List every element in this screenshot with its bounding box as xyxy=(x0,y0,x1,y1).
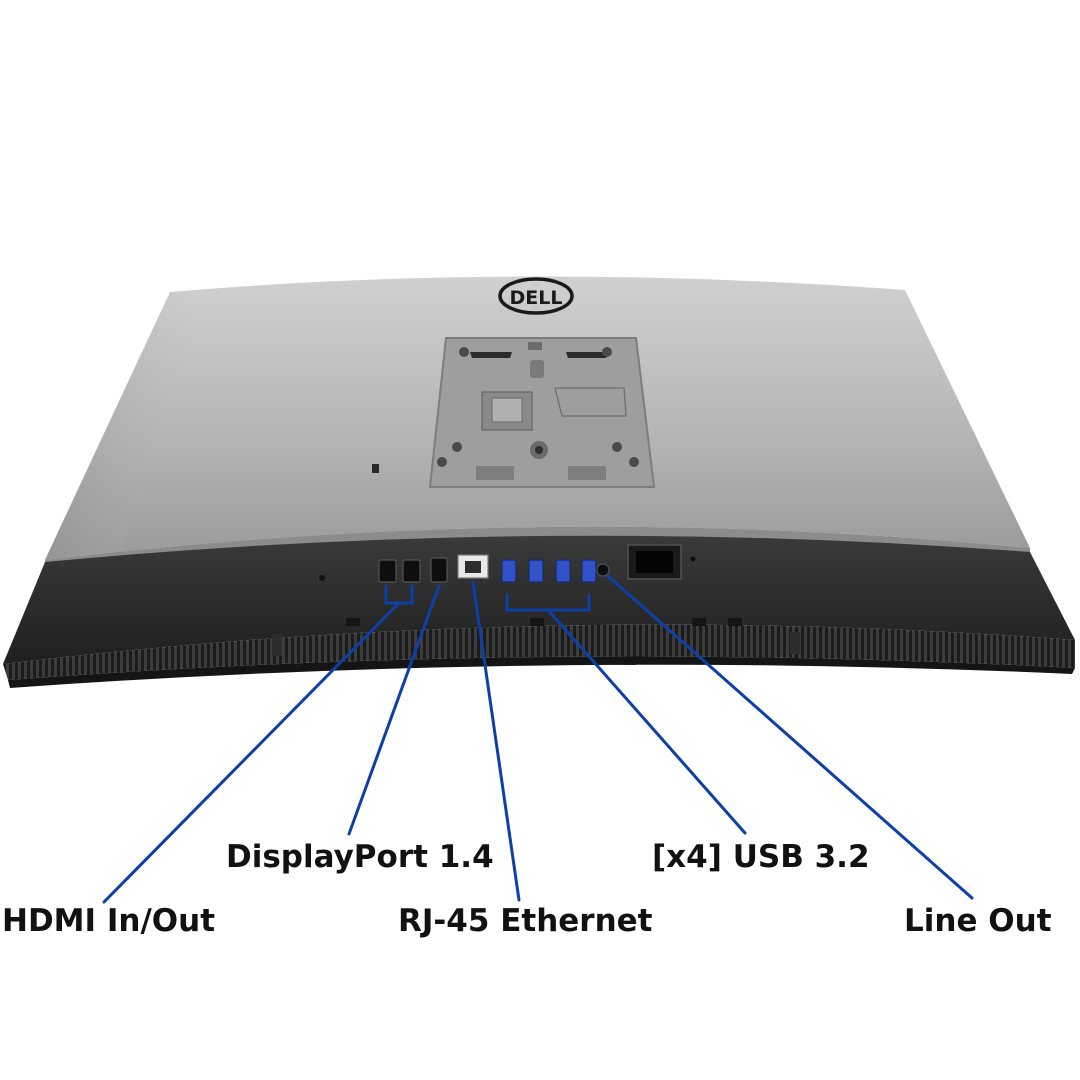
chassis-base xyxy=(3,535,1075,688)
power-connector xyxy=(627,544,696,580)
rj45-port xyxy=(457,554,489,579)
callout-lines xyxy=(102,574,974,904)
line-out-leader xyxy=(606,574,974,900)
rj45-leader xyxy=(471,580,521,902)
callout-label-line-out: Line Out xyxy=(904,903,1052,939)
displayport-leader xyxy=(347,584,441,836)
dell-logo: DELL xyxy=(498,277,574,315)
displayport-port xyxy=(430,557,448,583)
usb-ports xyxy=(501,559,597,583)
line-out-jack xyxy=(596,563,610,577)
usb-leader xyxy=(546,608,747,835)
vesa-mount-plate xyxy=(428,337,656,488)
callout-label-usb: [x4] USB 3.2 xyxy=(652,839,870,875)
hdmi-ports xyxy=(378,559,421,583)
hdmi-leader xyxy=(102,601,401,904)
callout-label-displayport: DisplayPort 1.4 xyxy=(226,839,494,875)
svg-text:DELL: DELL xyxy=(510,287,563,309)
callout-label-rj45: RJ-45 Ethernet xyxy=(398,903,653,939)
callout-label-hdmi: HDMI In/Out xyxy=(2,903,216,939)
